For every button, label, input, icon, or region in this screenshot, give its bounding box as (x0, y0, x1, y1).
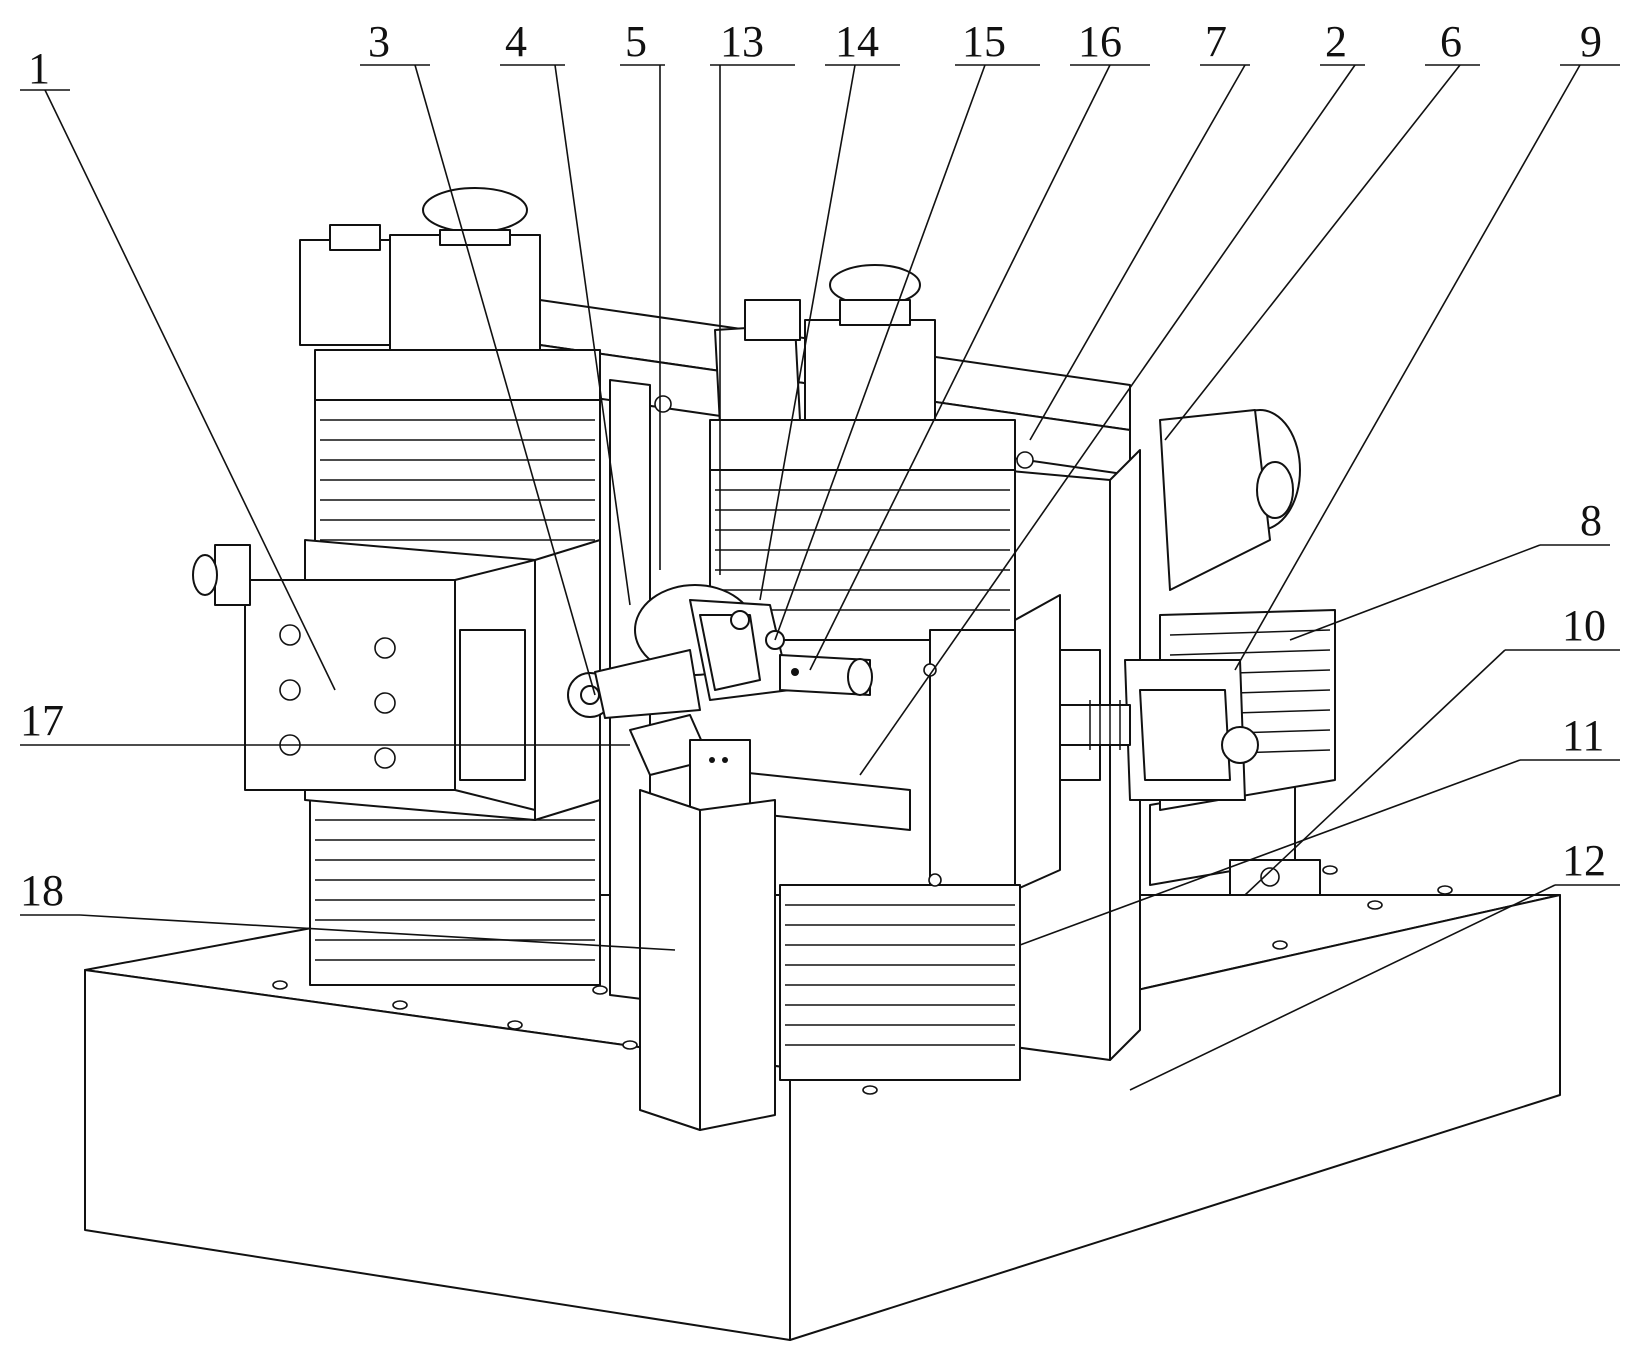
callout-3: 3 (368, 17, 390, 66)
left-vertical-stage (193, 188, 600, 985)
callout-9: 9 (1580, 17, 1602, 66)
callout-4: 4 (505, 17, 527, 66)
callout-8: 8 (1580, 496, 1602, 545)
callout-14: 14 (835, 17, 879, 66)
callout-16: 16 (1078, 17, 1122, 66)
callout-7: 7 (1205, 17, 1227, 66)
callout-2: 2 (1325, 17, 1347, 66)
callout-13: 13 (720, 17, 764, 66)
callout-10: 10 (1562, 601, 1606, 650)
callout-6: 6 (1440, 17, 1462, 66)
callout-11: 11 (1562, 711, 1604, 760)
callout-18: 18 (20, 866, 64, 915)
callout-17: 17 (20, 696, 64, 745)
callout-5: 5 (625, 17, 647, 66)
callout-15: 15 (962, 17, 1006, 66)
callout-12: 12 (1562, 836, 1606, 885)
right-motor (1160, 410, 1300, 590)
callout-1: 1 (28, 44, 50, 93)
support-post (640, 790, 775, 1130)
